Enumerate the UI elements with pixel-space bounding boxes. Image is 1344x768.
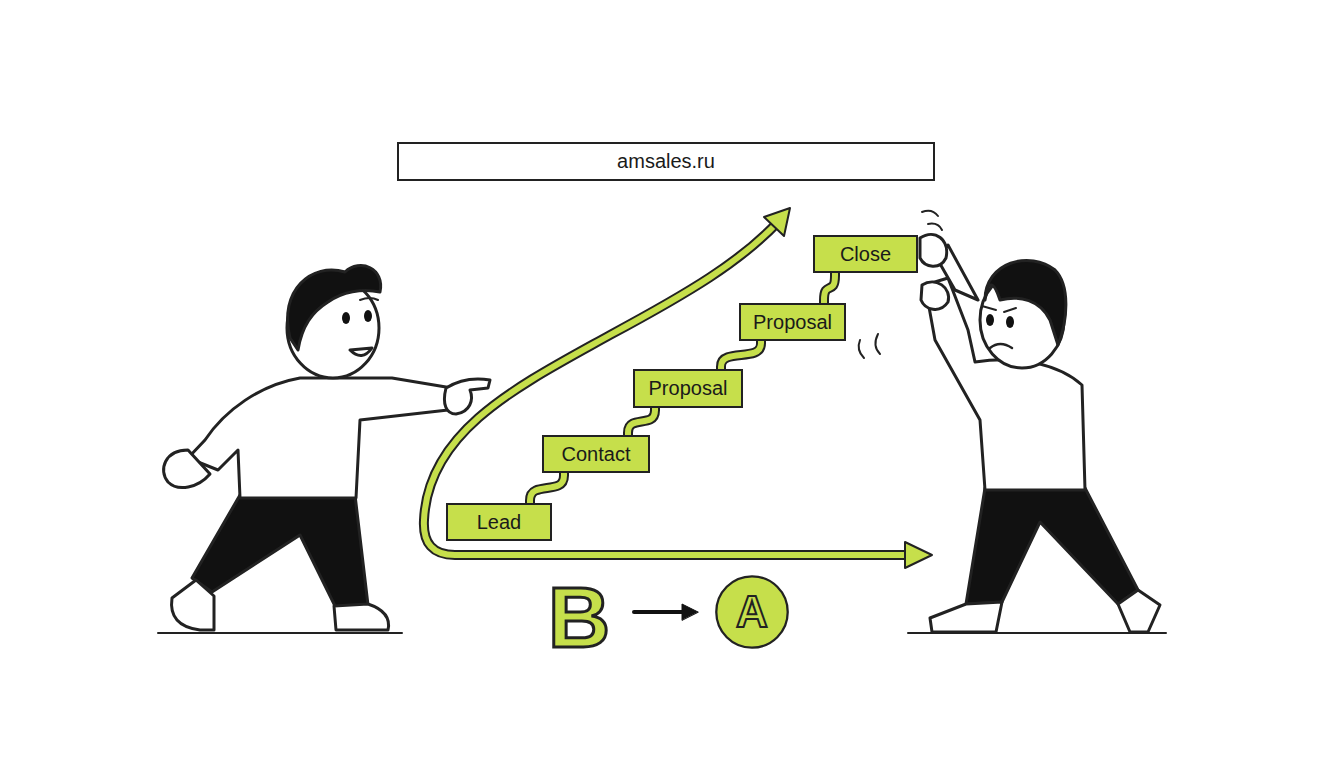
connector-outline [721, 341, 761, 369]
node-label: Lead [477, 511, 522, 534]
node-label: Proposal [753, 311, 832, 334]
stage-box: Contact [542, 435, 650, 473]
arrow-head [682, 604, 698, 620]
stage-connector [721, 341, 761, 369]
stage-box: Proposal [633, 369, 743, 408]
ground-line [158, 632, 402, 634]
stage-box: Close [813, 235, 918, 273]
node-label: amsales.ru [617, 150, 715, 173]
node-label: Proposal [649, 377, 728, 400]
stage-connector-group [721, 341, 761, 369]
stage-connector [530, 473, 564, 503]
stage-box: Lead [446, 503, 552, 541]
circle-shape [716, 576, 787, 647]
url-bar: amsales.ru [397, 142, 935, 181]
pushing-person [859, 211, 1160, 632]
stage-connector-group [824, 273, 835, 303]
b-to-a-arrow [634, 610, 684, 614]
stage-connector-group [530, 473, 564, 503]
node-label: Close [840, 243, 891, 266]
arrow-head [764, 208, 790, 236]
node-label: A [736, 587, 768, 637]
stage-connector-group [628, 408, 655, 435]
stage-connector [628, 408, 655, 435]
stage-box: Proposal [739, 303, 846, 341]
stage-connector [824, 273, 835, 303]
node-label: Contact [562, 443, 631, 466]
arrow-head [905, 542, 932, 568]
connector-outline [530, 473, 564, 503]
connector-outline [824, 273, 835, 303]
goal-circle: A [714, 574, 790, 650]
connector-outline [628, 408, 655, 435]
big-letter: B [548, 574, 610, 660]
pointing-person [164, 266, 490, 630]
